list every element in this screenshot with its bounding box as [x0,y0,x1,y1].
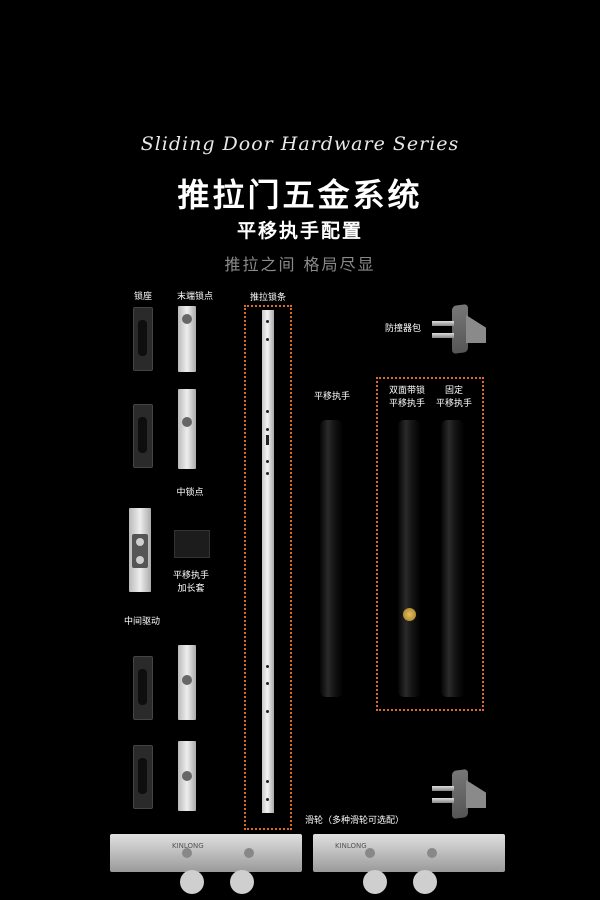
bumper-image-bottom [430,768,486,820]
handle-extension-image [174,530,210,558]
label-middle-drive: 中间驱动 [123,617,160,627]
handles-dotted-frame [376,377,484,711]
end-lock-point-image-2 [178,645,196,720]
lock-seat-image-3 [133,656,153,720]
roller-image-left: KINLONG [110,834,302,894]
tagline: 推拉之间 格局尽显 [224,255,376,274]
lock-seat-image-2 [133,404,153,468]
roller-brand-left: KINLONG [172,842,204,850]
label-lock-seat: 锁座 [133,292,152,302]
subtitle: 平移执手配置 [236,220,363,242]
flat-handle-image [320,420,343,697]
key-cylinder-icon [403,608,416,621]
label-flat-handle: 平移执手 [313,392,350,402]
lock-seat-image-1 [133,307,153,371]
lock-strip-image [262,310,274,813]
roller-brand-right: KINLONG [335,842,367,850]
main-title: 推拉门五金系统 [177,176,423,214]
label-roller: 滑轮（多种滑轮可选配） [305,816,405,826]
series-script-title: Sliding Door Hardware Series [140,133,460,155]
roller-image-right: KINLONG [313,834,505,894]
label-double-lock-handle: 双面带锁 平移执手 [388,386,425,409]
bumper-image-top [430,303,486,355]
end-lock-point-image-3 [178,741,196,811]
double-lock-handle-image [398,420,421,697]
end-lock-point-image-1 [178,306,196,372]
lock-seat-image-4 [133,745,153,809]
label-bumper: 防撞器包 [384,324,421,334]
mid-lock-point-image [178,389,196,469]
label-fixed-handle: 固定 平移执手 [435,386,472,409]
label-handle-extension: 平移执手 加长套 [172,571,209,594]
lock-strip-dotted-frame [244,305,292,830]
label-end-lock-point: 末端锁点 [176,292,213,302]
label-mid-lock-point: 中锁点 [176,488,204,498]
fixed-handle-image [441,420,464,697]
label-lock-strip: 推拉锁条 [249,293,286,303]
middle-drive-image [129,508,151,592]
